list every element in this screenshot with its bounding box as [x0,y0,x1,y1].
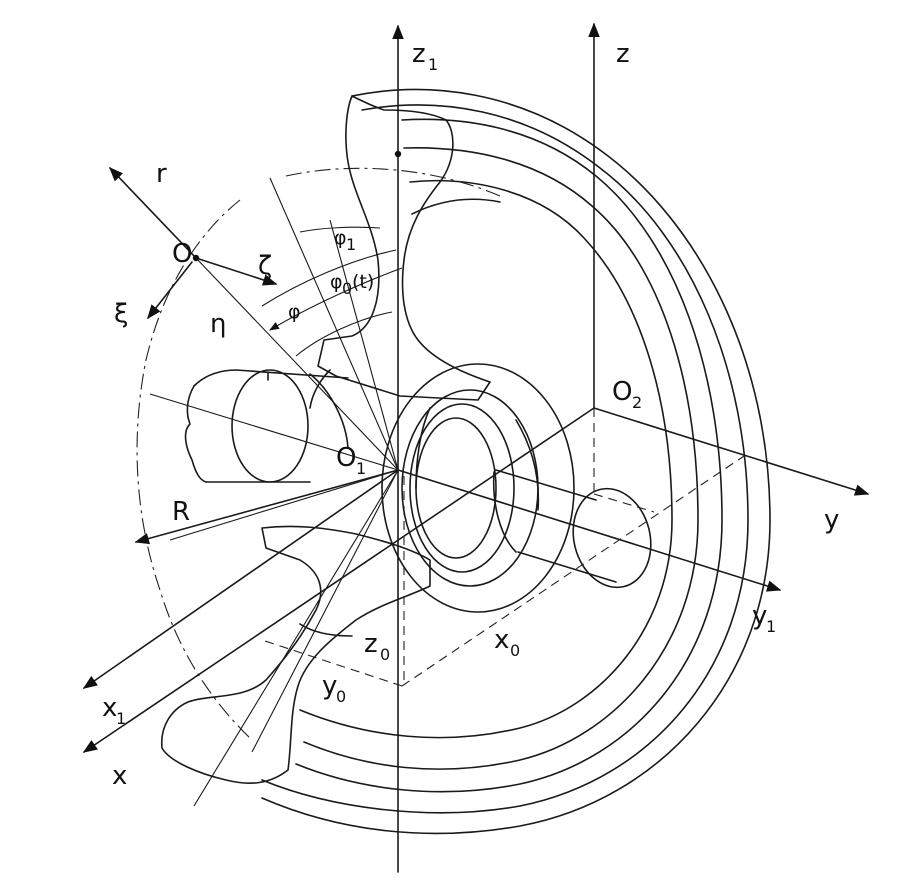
label-phi0t: φ 0 (t) [330,271,374,298]
label-z0-sub: 0 [380,645,390,664]
label-O1-main: O [336,443,356,473]
label-x0-sub: 0 [510,641,520,660]
axis-y [593,407,870,496]
label-x1-sub: 1 [116,709,126,728]
label-z1-main: z [412,39,426,69]
label-z: z [616,39,630,69]
axis-y1 [397,469,782,592]
label-phi1-main: φ [334,227,347,249]
label-y0-sub: 0 [336,687,346,706]
label-O2: O 2 [612,377,642,412]
label-y1-main: y [752,601,767,631]
label-O: O [172,239,192,269]
label-phi: φ [288,301,301,323]
axis-x1 [82,469,399,689]
label-eta: η [210,309,226,339]
label-x0: x 0 [494,625,520,660]
label-xi: ξ [114,299,129,329]
rim-section-bottom [161,525,431,784]
label-z0-main: z [364,629,378,659]
label-z1: z 1 [412,39,438,74]
hub-rings [381,363,575,613]
label-y1: y 1 [752,601,776,636]
label-O1: O 1 [336,443,366,478]
label-R: R [172,497,190,527]
label-phi0t-arg: (t) [352,271,374,293]
label-zeta: ζ [258,251,272,281]
wheel-outer-rim [261,88,771,835]
label-phi1-sub: 1 [346,235,356,254]
label-y0-main: y [322,671,337,701]
label-x1: x 1 [102,693,126,728]
wheel-disc-outline [136,167,501,741]
axis-x [82,407,595,753]
label-phi1: φ 1 [334,227,356,254]
label-x0-main: x [494,625,509,655]
label-y0: y 0 [322,671,346,706]
label-y: y [824,505,839,535]
axle-right [492,408,655,589]
angle-construction [134,150,403,807]
axis-r [109,166,197,259]
label-O1-sub: 1 [356,459,366,478]
label-phi0t-sub: 0 [342,279,352,298]
label-y1-sub: 1 [766,617,776,636]
label-z1-sub: 1 [428,55,438,74]
label-x: x [112,761,127,791]
label-O2-sub: 2 [632,393,642,412]
label-x1-main: x [102,693,117,723]
label-z0: z 0 [364,629,390,664]
axle-left [184,369,349,483]
label-r: r [156,159,167,189]
label-O2-main: O [612,377,632,407]
label-phi0t-main: φ [330,271,343,293]
rim-section-top [317,95,491,401]
